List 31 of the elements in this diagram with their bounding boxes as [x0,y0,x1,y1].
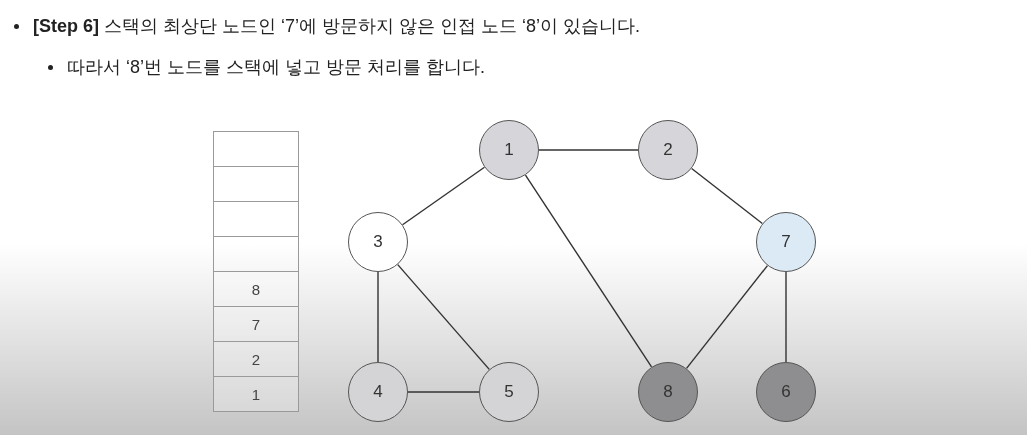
node-number: 1 [504,140,514,160]
graph-edge [397,263,490,371]
node-number: 8 [663,382,673,402]
graph-edge [524,174,653,368]
graph-node [479,362,539,422]
graph-node [479,120,539,180]
graph-node [756,362,816,422]
graph-edge [401,166,486,226]
graph-node [756,212,816,272]
graph-edge [690,167,764,225]
stack-value: 2 [251,350,261,368]
node-number: 6 [781,382,791,402]
graph-edge [538,149,639,151]
graph-node [348,212,408,272]
graph-node [638,120,698,180]
graph-edge [377,271,379,363]
step-note: 따라서 ‘8’번 노드를 스택에 넣고 방문 처리를 합니다. [67,56,486,79]
node-number: 4 [373,382,383,402]
stack-value: 8 [251,280,261,298]
node-number: 7 [781,232,791,252]
node-number: 3 [373,232,383,252]
node-number: 5 [504,382,514,402]
graph-node [638,362,698,422]
stack-value: 7 [251,315,261,333]
node-number: 2 [663,140,673,160]
stack-value: 1 [251,385,261,403]
graph-edge [685,264,769,370]
graph-node [348,362,408,422]
graph-edge [407,391,480,393]
step-description: [Step 6] 스택의 최상단 노드인 ‘7’에 방문하지 않은 인접 노드 ‘8’이 있습니다. [33,15,641,38]
graph-edge [785,271,787,363]
